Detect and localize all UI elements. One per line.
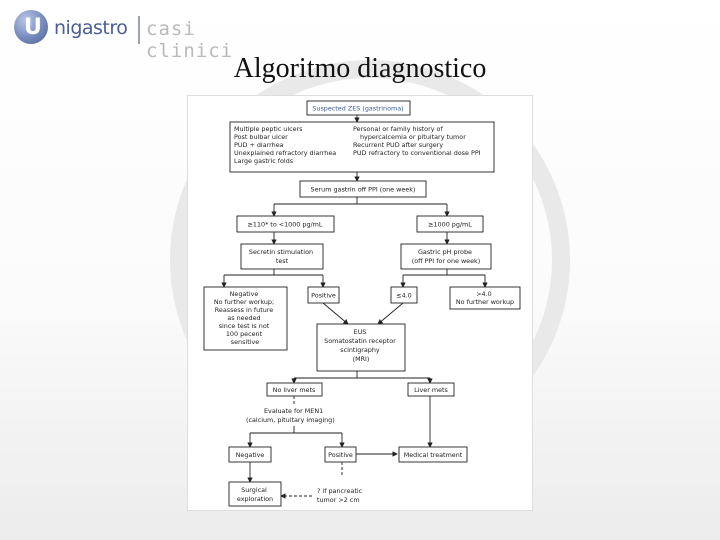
criteria-right-line: PUD refractory to conventional dose PPI — [353, 149, 481, 157]
criteria-right-line: hypercalcemia or pituitary tumor — [360, 133, 466, 141]
section-label: casi clinici — [146, 18, 234, 62]
gt4-box — [449, 286, 521, 310]
negative-line: 100 pecent — [226, 330, 263, 338]
range-low-box — [236, 215, 335, 233]
gastrin-label: Serum gastrin off PPI (one week) — [311, 186, 416, 194]
imaging-line: scintigraphy — [340, 346, 380, 354]
gastrin-box — [299, 180, 427, 198]
criteria-right-line: Personal or family history of — [353, 125, 443, 133]
surgical-label: Surgical exploration — [237, 486, 273, 503]
imaging-line: Somatostatin receptor — [324, 337, 396, 345]
pancreatic-line: ? if pancreatic — [317, 487, 363, 495]
surgical-line: Surgical — [241, 486, 267, 494]
negative-line: as needed — [227, 314, 260, 322]
men-negative-box — [228, 446, 272, 463]
criteria-left-line: Large gastric folds — [234, 157, 294, 165]
medical-label: Medical treatment — [404, 451, 463, 459]
gt4-line: No further workup — [456, 298, 514, 306]
medical-box — [398, 446, 468, 463]
criteria-left-line: PUD + diarrhea — [234, 141, 284, 149]
ph-probe-line: Gastric pH probe — [418, 248, 472, 256]
pancreatic-note: ? if pancreatic tumor >2 cm — [317, 487, 364, 504]
logo-mark: U — [14, 10, 48, 44]
imaging-line: (MRI) — [353, 355, 370, 363]
positive-label: Positive — [311, 292, 336, 300]
liver-box — [407, 382, 455, 397]
negative-line: since test is not — [219, 322, 270, 330]
ph-probe-label: Gastric pH probe (off PPI for one week) — [412, 248, 481, 265]
range-high-box — [416, 215, 484, 233]
start-label: Suspected ZES (gastrinoma) — [312, 105, 403, 113]
imaging-label: EUS Somatostatin receptor scintigraphy (… — [324, 328, 398, 363]
negative-line: Reassess in future — [215, 306, 273, 314]
secretin-label: Secretin stimulation test — [249, 248, 315, 265]
liver-label: Liver mets — [414, 386, 448, 394]
ph-probe-box — [400, 243, 492, 270]
imaging-box — [316, 323, 406, 372]
flowchart-connectors — [221, 115, 488, 499]
negative-label: Negative No further workup; Reassess in … — [214, 290, 276, 346]
start-box — [306, 100, 411, 116]
ph-probe-line: (off PPI for one week) — [412, 257, 481, 265]
negative-line: Negative — [230, 290, 259, 298]
slide-title: Algoritmo diagnostico — [233, 53, 487, 84]
criteria-right-line: Recurrent PUD after surgery — [353, 141, 443, 149]
no-liver-box — [266, 382, 323, 397]
no-liver-label: No liver mets — [273, 386, 316, 394]
secretin-line: Secretin stimulation — [249, 248, 313, 256]
logo-mark-letter: U — [24, 15, 42, 40]
negative-line: No further workup; — [214, 298, 274, 306]
negative-line: sensitive — [231, 338, 259, 346]
flowchart-svg: Suspected ZES (gastrinoma) Multiple pept… — [203, 100, 521, 507]
gt4-line: >4.0 — [476, 290, 492, 298]
men-positive-box — [324, 446, 357, 463]
logo-name: nigastro — [54, 17, 128, 39]
negative-box — [203, 286, 288, 351]
logo-divider — [138, 16, 140, 44]
pancreatic-line: tumor >2 cm — [317, 496, 360, 504]
criteria-box — [229, 121, 495, 173]
surgical-line: exploration — [237, 495, 273, 503]
diagnostic-flowchart: Suspected ZES (gastrinoma) Multiple pept… — [187, 95, 533, 511]
criteria-right: Personal or family history of hypercalce… — [353, 125, 481, 157]
range-high-label: ≥1000 pg/mL — [428, 221, 472, 229]
men1-line: (calcium, pituitary imaging) — [246, 416, 335, 424]
surgical-box — [228, 481, 282, 507]
criteria-left-line: Multiple peptic ulcers — [234, 125, 303, 133]
range-low-label: ≥110* to <1000 pg/mL — [248, 221, 323, 229]
le4-box — [390, 286, 418, 304]
men1-label: Evaluate for MEN1 (calcium, pituitary im… — [246, 407, 335, 424]
men-negative-label: Negative — [236, 451, 265, 459]
criteria-left-line: Unexplained refractory diarrhea — [234, 149, 336, 157]
criteria-left-line: Post bulbar ulcer — [234, 133, 288, 141]
gt4-label: >4.0 No further workup — [456, 290, 514, 306]
men-positive-label: Positive — [328, 451, 353, 459]
secretin-line: test — [276, 257, 289, 265]
criteria-left: Multiple peptic ulcers Post bulbar ulcer… — [234, 125, 338, 165]
men1-line: Evaluate for MEN1 — [264, 407, 323, 415]
le4-label: ≤4.0 — [396, 292, 412, 300]
imaging-line: EUS — [354, 328, 367, 336]
positive-box — [307, 286, 340, 304]
secretin-box — [240, 243, 324, 270]
